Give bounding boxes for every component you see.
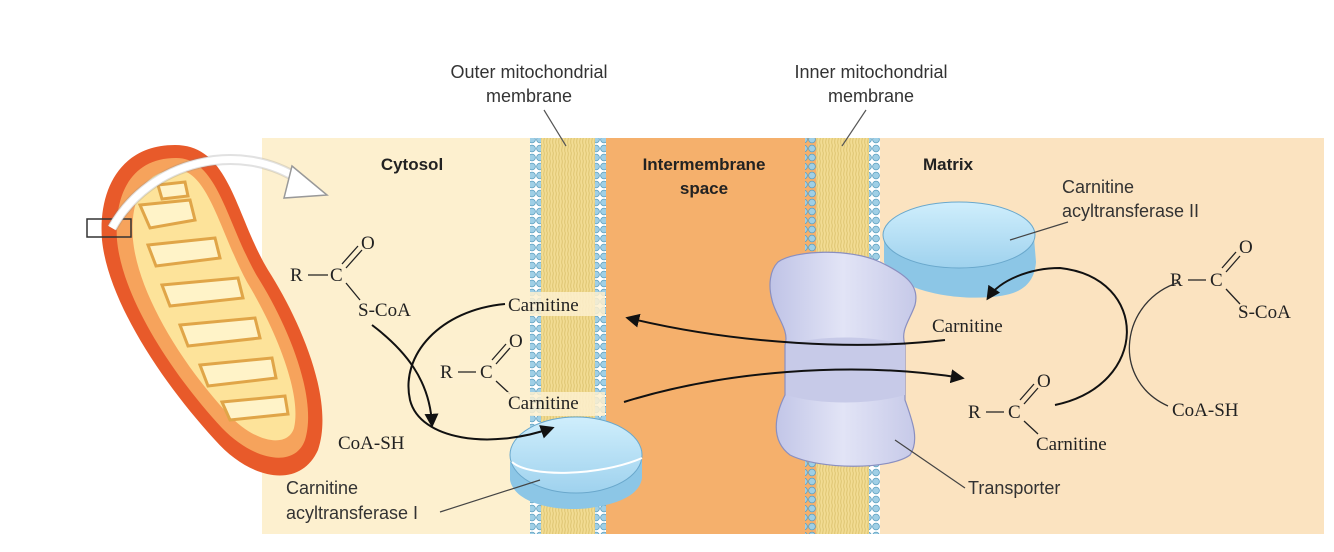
svg-text:C: C [1008,402,1021,423]
outer-membrane-label-1: Outer mitochondrial [450,62,607,82]
cat2-label-2: acyltransferase II [1062,201,1199,221]
mitochondrion-illustration [86,145,329,476]
acyl-coa-cytosol: R C O S-CoA [290,233,411,321]
transporter-label: Transporter [968,478,1060,498]
svg-text:R: R [1170,270,1183,291]
acylcarnitine-matrix: R C O Carnitine [968,371,1107,455]
svg-text:C: C [1210,270,1223,291]
svg-text:C: C [330,265,343,286]
svg-text:Carnitine: Carnitine [508,393,579,414]
svg-text:O: O [361,233,375,254]
acylcarnitine-outer: R C O Carnitine [436,331,605,416]
transporter-protein [769,251,917,467]
carnitine-matrix: Carnitine [932,316,1003,337]
svg-text:O: O [509,331,523,352]
cat2-pointer [1009,221,1069,241]
matrix-label: Matrix [923,155,974,174]
carnitine-acyltransferase-ii [882,201,1036,298]
coa-sh-cytosol: CoA-SH [338,433,405,454]
cat1-label-2: acyltransferase I [286,503,418,523]
svg-text:R: R [290,265,303,286]
coa-sh-matrix: CoA-SH [1172,400,1239,421]
transporter-pointer [894,439,966,489]
carnitine-outer-top: Carnitine [508,295,579,316]
outer-membrane-label-2: membrane [486,86,572,106]
zoom-region-box [86,218,132,238]
cat1-label-1: Carnitine [286,478,358,498]
svg-text:O: O [1037,371,1051,392]
inner-membrane-label-2: membrane [828,86,914,106]
cytosol-region [262,138,530,534]
inner-membrane-label-1: Inner mitochondrial [794,62,947,82]
svg-text:Carnitine: Carnitine [1036,434,1107,455]
svg-text:R: R [968,402,981,423]
inner-membrane-pointer [841,109,867,147]
svg-text:S-CoA: S-CoA [358,300,411,321]
reaction-arrows [371,266,1181,441]
cat1-pointer [439,479,541,513]
svg-text:S-CoA: S-CoA [1238,302,1291,323]
acyl-coa-matrix: R C O S-CoA [1170,237,1291,323]
intermembrane-label-2: space [680,179,728,198]
svg-text:O: O [1239,237,1253,258]
cytosol-label: Cytosol [381,155,443,174]
carnitine-acyltransferase-i [509,416,643,510]
cat2-label-1: Carnitine [1062,177,1134,197]
outer-membrane-pointer [543,109,567,147]
svg-text:R: R [440,362,453,383]
intermembrane-label-1: Intermembrane [643,155,766,174]
svg-text:C: C [480,362,493,383]
